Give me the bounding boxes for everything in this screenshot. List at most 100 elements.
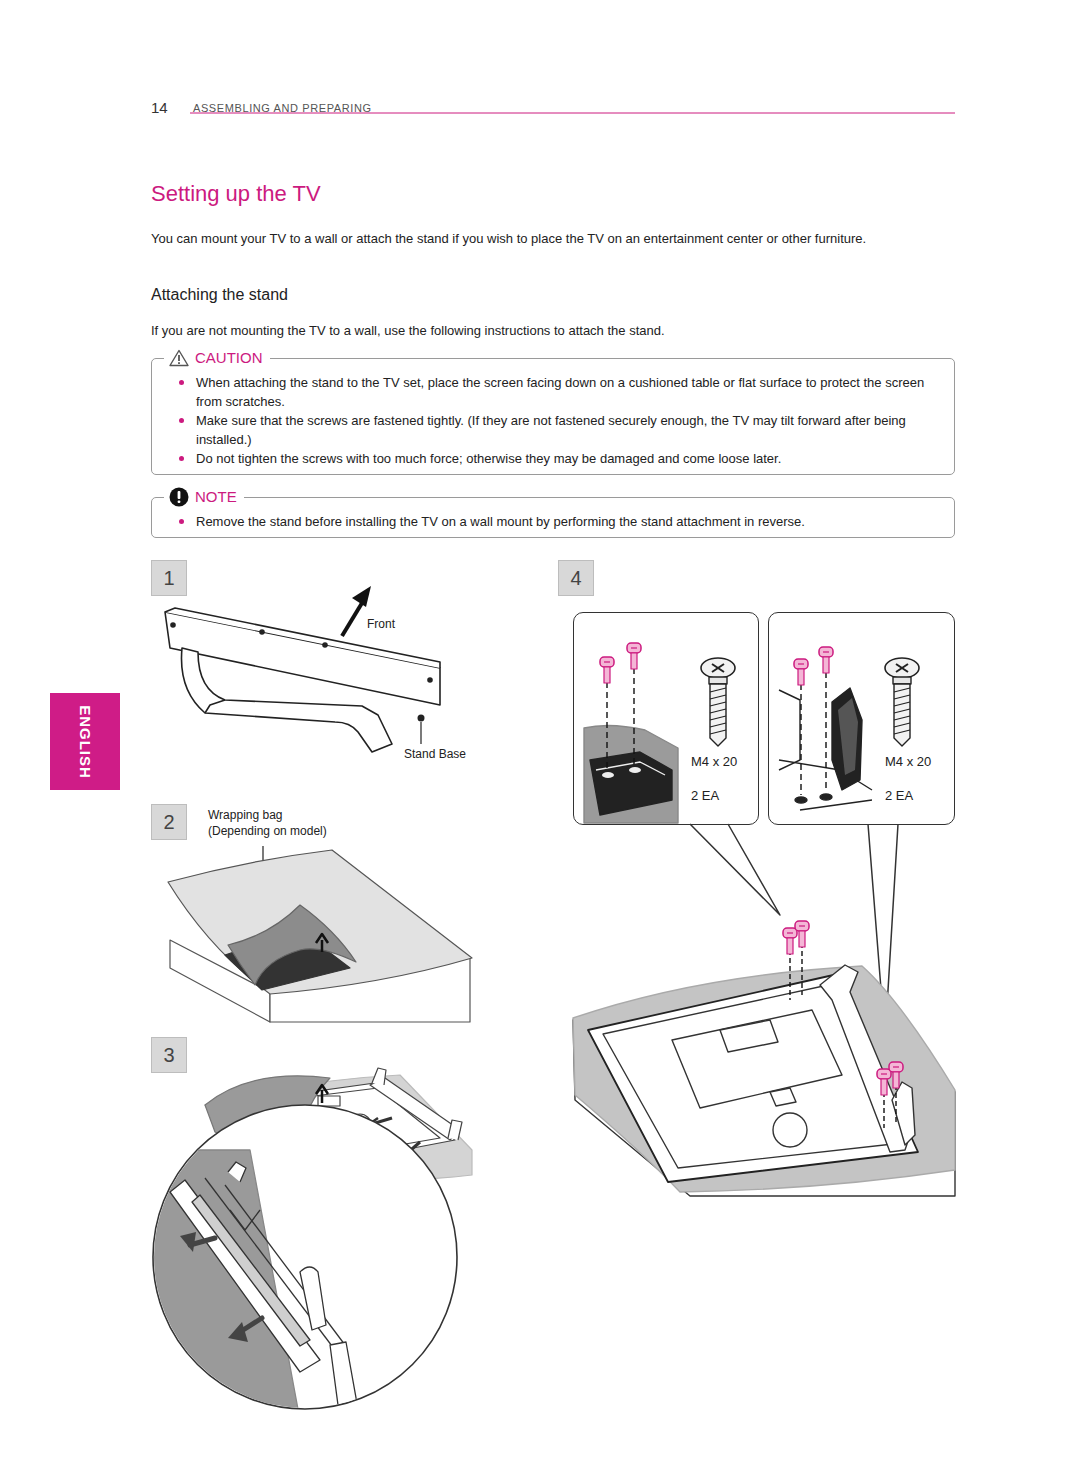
magnified-view-part xyxy=(228,1322,248,1342)
note-icon-circle xyxy=(170,488,189,507)
step-number-text: 2 xyxy=(152,805,186,839)
stand-base-leader-part xyxy=(420,722,421,744)
instruction-text: If you are not mounting the TV to a wall… xyxy=(151,321,951,340)
front-arrow-part xyxy=(342,603,362,636)
stand-drawing xyxy=(165,608,440,752)
tv-back-drawing-part xyxy=(773,1113,807,1147)
bullet-dot xyxy=(179,380,184,385)
screw-panel-left-part xyxy=(590,752,672,815)
tv-back-drawing-part xyxy=(790,943,896,1128)
bullet-text: Remove the stand before installing the T… xyxy=(196,512,934,531)
screw-panel-right-part xyxy=(832,688,862,790)
bullet-row: Do not tighten the screws with too much … xyxy=(174,449,934,468)
screw-panel-right-part xyxy=(795,797,807,803)
tv-back-drawing-part xyxy=(877,1069,891,1095)
caution-box: CAUTIONWhen attaching the stand to the T… xyxy=(151,358,955,475)
tv-back-drawing-part xyxy=(889,1062,903,1088)
screw-count: 2 EA xyxy=(885,788,913,804)
wrapped-tv-drawing-part xyxy=(316,934,328,952)
screw-panel-right-part xyxy=(779,690,800,770)
language-tab: ENGLISH xyxy=(50,693,120,790)
wrapped-tv-drawing xyxy=(168,846,472,1022)
screw-panel-left-part xyxy=(600,657,614,683)
remove-bag-drawing-part xyxy=(316,1085,328,1103)
note-icon-dot xyxy=(178,501,181,504)
magnified-view-part xyxy=(180,1232,196,1252)
step-number: 2 xyxy=(151,804,187,840)
box-heading-text: CAUTION xyxy=(195,348,263,368)
part-label: Front xyxy=(367,617,395,632)
magnified-view-part xyxy=(190,1238,262,1332)
step-number-text: 3 xyxy=(152,1038,186,1072)
caution-icon-triangle xyxy=(170,351,188,366)
tv-back-drawing-part xyxy=(783,928,797,954)
stand-drawing-part xyxy=(205,700,225,713)
part-label: Stand Base xyxy=(404,747,466,762)
tv-back-drawing-part xyxy=(573,966,955,1192)
bullet-text: Make sure that the screws are fastened t… xyxy=(196,411,934,449)
magnified-view-part-part xyxy=(330,1342,360,1420)
tv-back-drawing-part xyxy=(795,921,809,947)
stand-drawing-part xyxy=(171,623,175,627)
panel-callout-tails-part xyxy=(690,824,780,915)
front-arrow xyxy=(342,586,371,636)
screw-panel-left-part xyxy=(602,772,614,778)
screw-panel-right-part xyxy=(820,794,832,800)
subheading: Attaching the stand xyxy=(151,285,288,305)
step-number-text: 4 xyxy=(559,561,593,595)
screw-panel-right-part xyxy=(794,659,808,685)
screw-panel-left-part xyxy=(629,767,641,773)
magnified-view-part-part xyxy=(205,1178,335,1350)
screw-panel-left xyxy=(584,643,735,823)
magnified-view-part-part xyxy=(140,1150,300,1420)
tv-back-drawing-part xyxy=(672,1010,842,1108)
caution-icon-bar xyxy=(178,355,180,361)
magnified-view-part-part xyxy=(170,1180,320,1372)
tv-back-drawing-part xyxy=(820,965,910,1152)
box-heading-text: NOTE xyxy=(195,487,237,507)
screw-panel-right-part xyxy=(885,658,919,746)
bullet-row: Remove the stand before installing the T… xyxy=(174,512,934,531)
box-heading: CAUTION xyxy=(164,348,270,368)
note-box: NOTERemove the stand before installing t… xyxy=(151,497,955,538)
page-number: 14 xyxy=(151,99,168,117)
bullet-row: When attaching the stand to the TV set, … xyxy=(174,373,934,411)
bullet-text: When attaching the stand to the TV set, … xyxy=(196,373,934,411)
stand-base-leader-part xyxy=(418,715,425,722)
stand-base-leader xyxy=(418,715,425,745)
screw-panel-right xyxy=(779,647,919,823)
screw-panel-right-part xyxy=(819,647,833,673)
stand-drawing-part xyxy=(428,678,432,682)
front-arrow-part xyxy=(352,586,371,607)
section-header: ASSEMBLING AND PREPARING xyxy=(193,101,372,115)
stand-drawing-part xyxy=(260,630,264,634)
screw-panel: M4 x 20 2 EA xyxy=(573,612,759,825)
screw-panel-left-part xyxy=(607,668,634,770)
caution-icon xyxy=(169,349,189,367)
screw-panel-left-part xyxy=(584,725,678,823)
wrapped-tv-drawing-part xyxy=(168,850,472,994)
bullet-dot xyxy=(179,418,184,423)
bullet-dot xyxy=(179,456,184,461)
bullet-dot xyxy=(179,519,184,524)
page-title: Setting up the TV xyxy=(151,180,321,208)
screw-count: 2 EA xyxy=(691,788,719,804)
magnified-view-part-part xyxy=(300,1267,326,1330)
screw-panel-right-part xyxy=(801,672,826,795)
bullet-row: Make sure that the screws are fastened t… xyxy=(174,411,934,449)
magnified-view-part-part xyxy=(192,1195,310,1346)
note-icon-bar xyxy=(178,491,181,499)
screw-size: M4 x 20 xyxy=(691,754,737,770)
screw-panel-right-part xyxy=(838,698,858,775)
stand-drawing-part xyxy=(323,643,327,647)
tv-back-drawing xyxy=(573,921,955,1196)
stand-drawing-part xyxy=(181,648,392,752)
tv-back-drawing-part xyxy=(770,1088,796,1106)
note-icon xyxy=(169,487,189,507)
step-number-text: 1 xyxy=(152,561,186,595)
step-number: 4 xyxy=(558,560,594,596)
caution-icon-dot xyxy=(178,362,180,364)
screw-panel-left-part xyxy=(701,658,735,746)
magnified-view xyxy=(140,1105,457,1420)
